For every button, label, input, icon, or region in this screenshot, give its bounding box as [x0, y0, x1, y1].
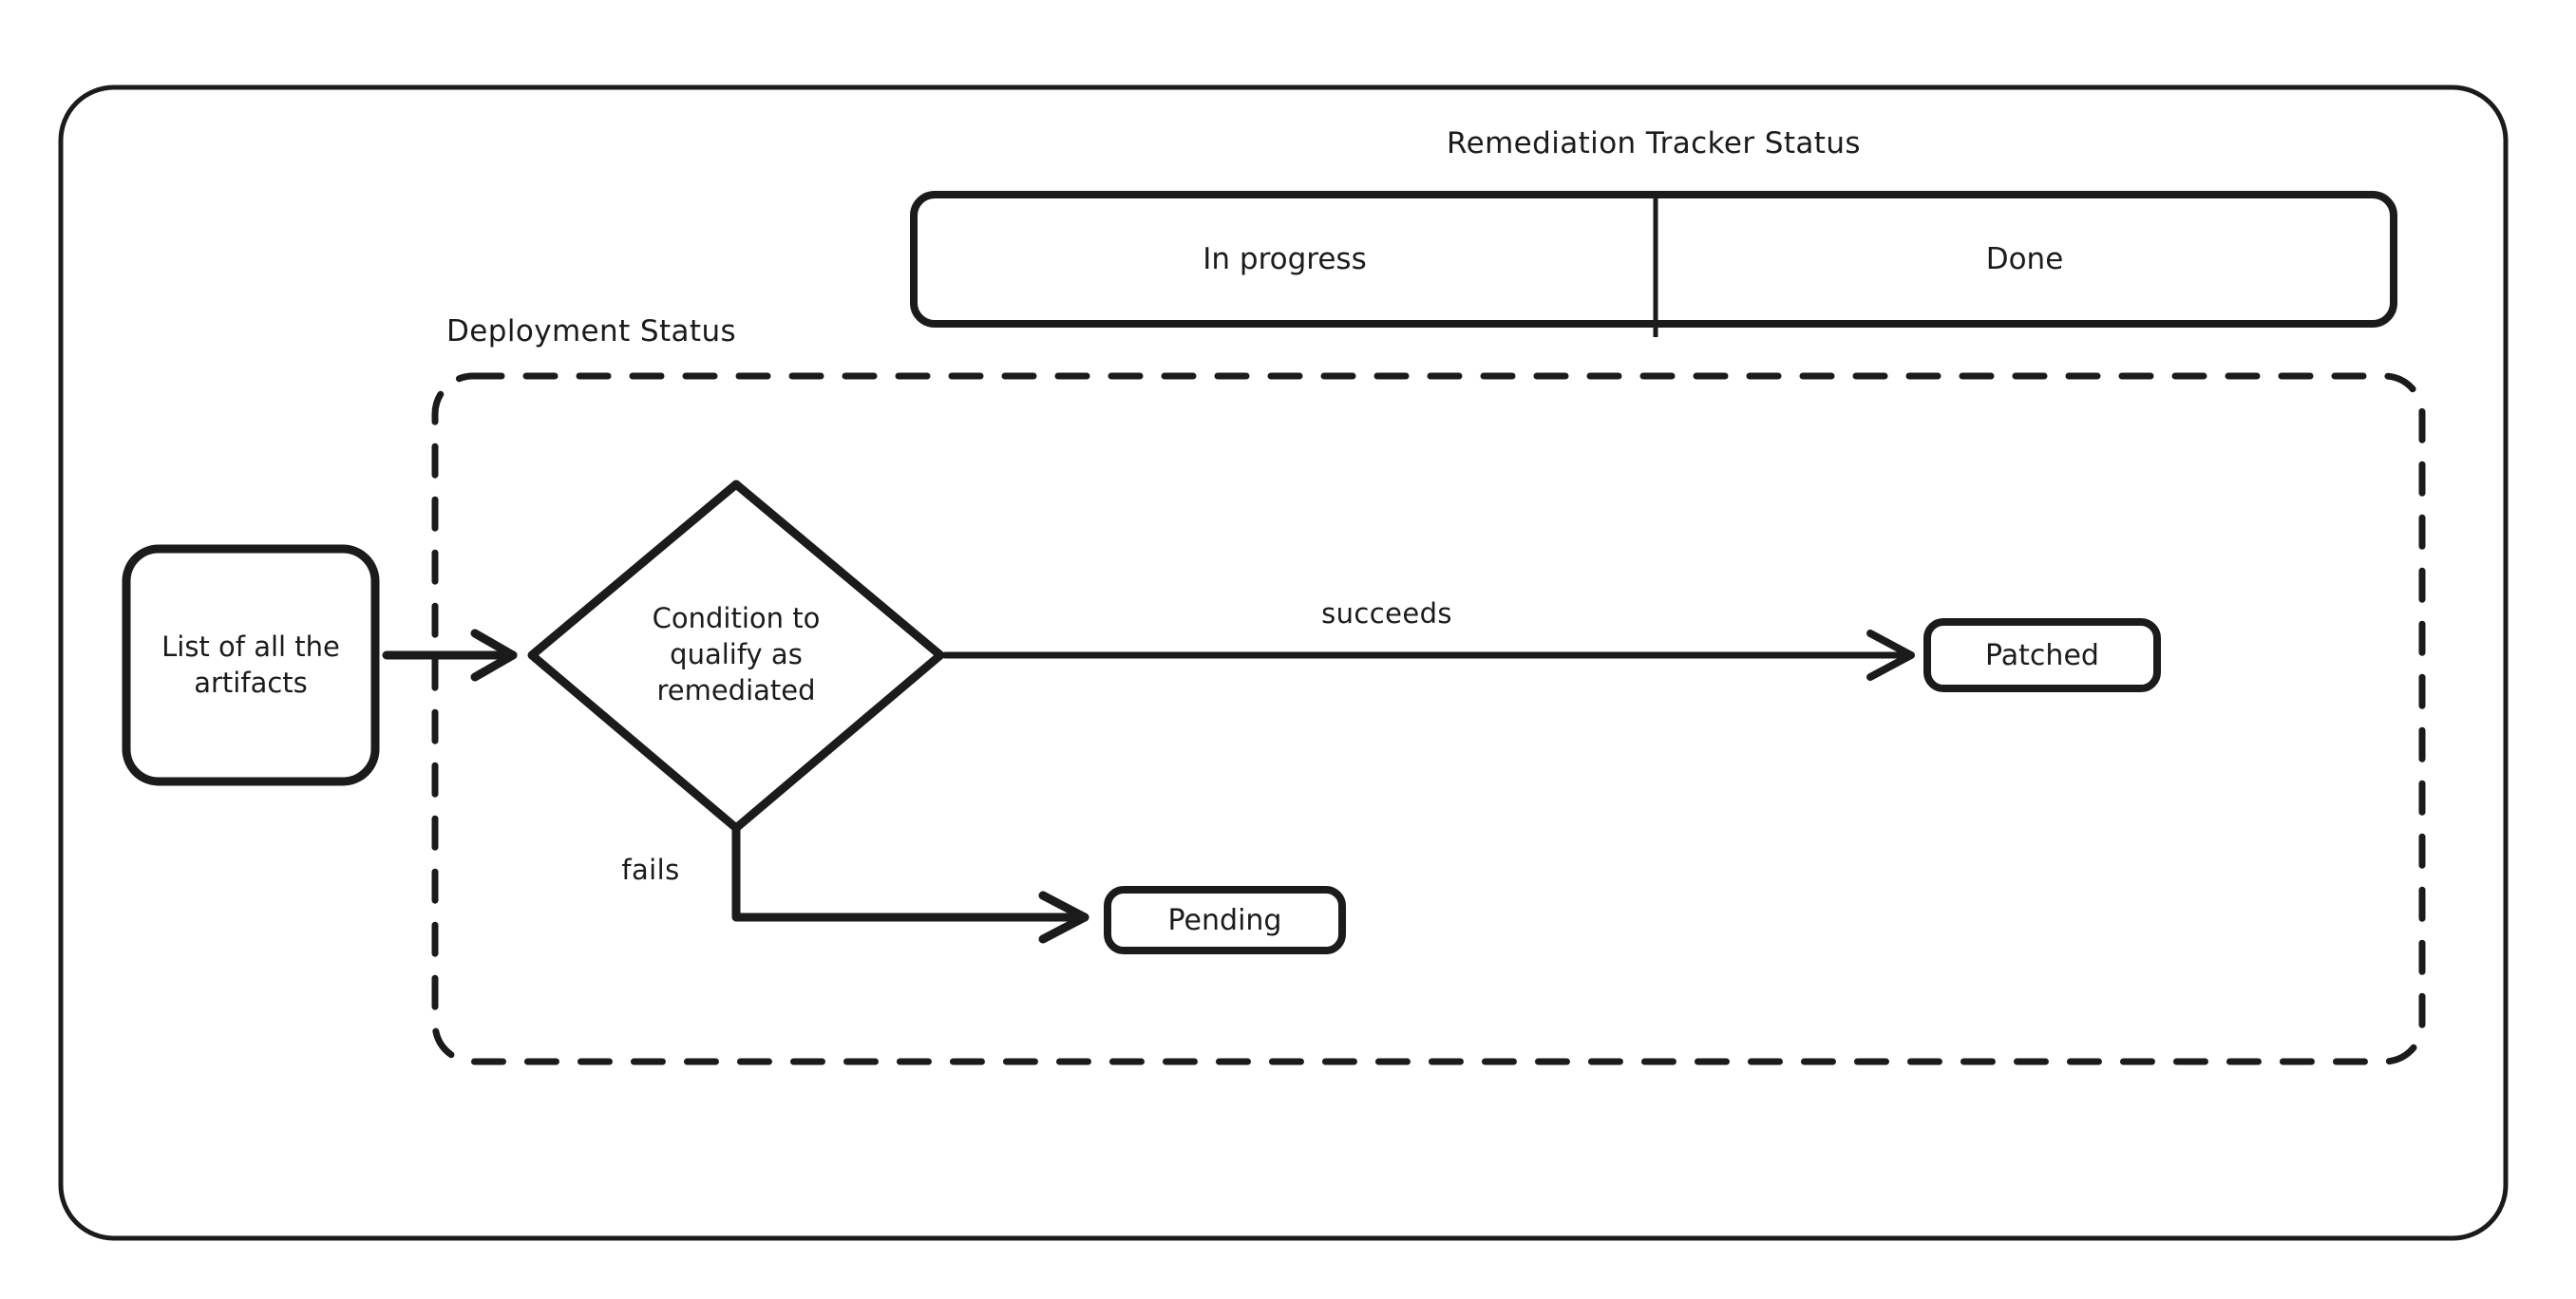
node-patched-label: Patched	[1985, 638, 2099, 672]
tracker-segment-in-progress[interactable]: In progress	[1203, 241, 1367, 276]
node-pending-shape[interactable]	[1104, 886, 1346, 954]
edge-decision-to-patched	[941, 630, 1915, 681]
node-list-of-artifacts-label: List of all the artifacts	[161, 630, 340, 699]
edge-start-to-decision	[382, 629, 518, 682]
outer-container-frame	[58, 85, 2509, 1241]
deployment-status-lane	[431, 372, 2426, 1065]
node-condition-label: Condition to qualify as remediated	[652, 602, 821, 706]
node-list-of-artifacts-shape[interactable]	[122, 544, 380, 786]
edge-decision-to-pending	[731, 823, 1089, 944]
node-pending-label: Pending	[1167, 903, 1282, 937]
tracker-segment-done[interactable]: Done	[1985, 241, 2064, 276]
node-patched-shape[interactable]	[1923, 618, 2161, 692]
